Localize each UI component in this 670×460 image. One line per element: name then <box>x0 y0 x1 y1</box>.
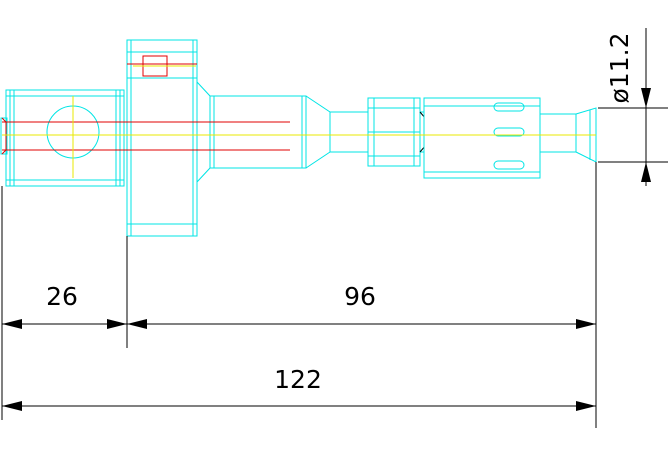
part-outline <box>0 39 597 237</box>
flange <box>126 39 198 237</box>
neck <box>329 111 369 153</box>
dimension-text-26: 26 <box>46 282 78 311</box>
slot-bottom <box>493 160 525 170</box>
left-end-body <box>5 89 125 187</box>
dimension-total-length: 122 <box>2 365 596 411</box>
slot-top <box>493 102 525 112</box>
dimension-text-122: 122 <box>274 365 322 394</box>
dimension-text-diameter: ø11.2 <box>605 33 634 104</box>
dimension-diameter: ø11.2 <box>598 28 668 186</box>
hidden-lines <box>1 55 290 155</box>
dimension-text-96: 96 <box>344 282 376 311</box>
dimension-left-length: 26 <box>2 282 127 329</box>
dimensions: 26 96 122 ø11.2 <box>1 28 668 428</box>
end-step <box>539 113 577 153</box>
dimension-right-length: 96 <box>127 282 596 329</box>
slot-middle <box>493 127 525 137</box>
shaft <box>209 95 307 169</box>
centerlines <box>2 65 596 178</box>
